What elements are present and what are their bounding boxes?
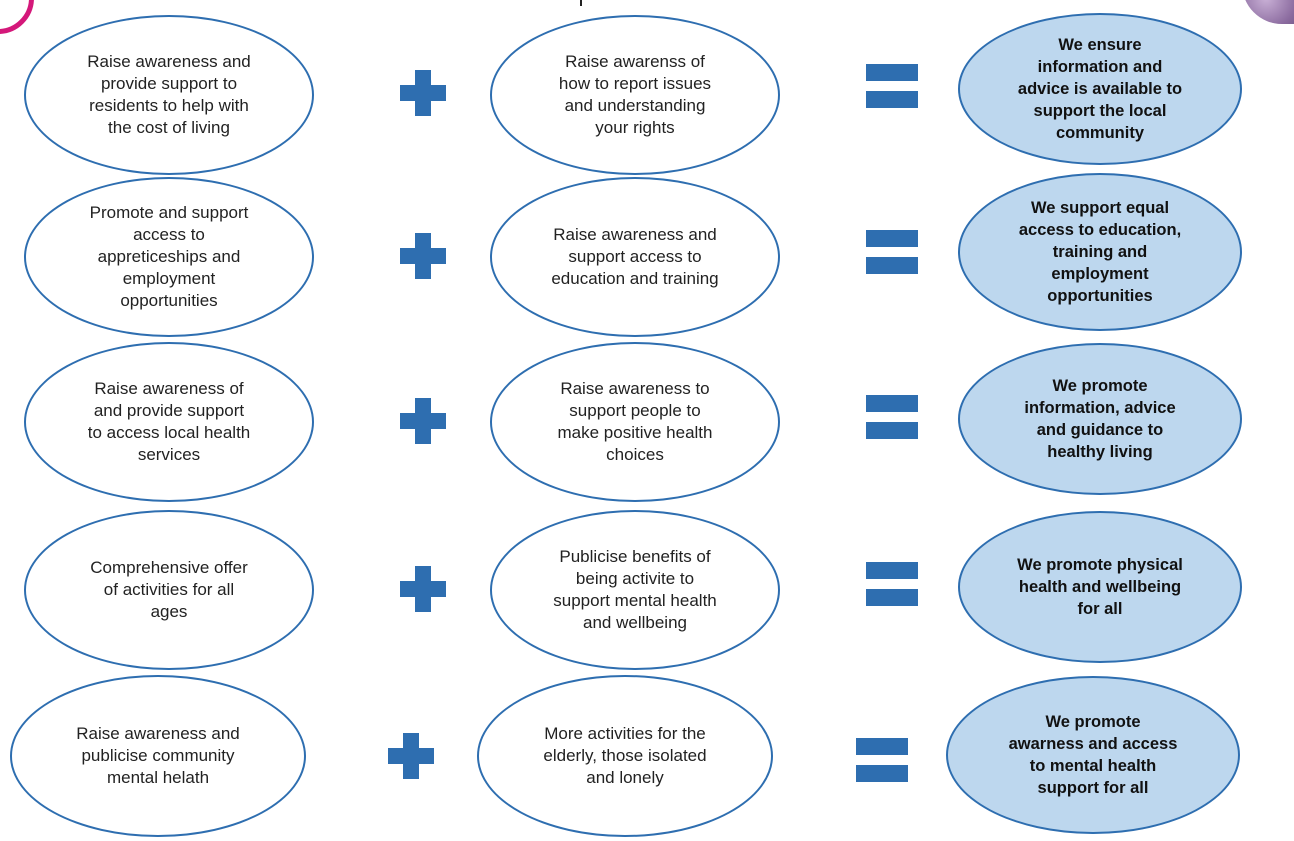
result-ellipse-2: We support equal access to education, tr… [958,173,1242,331]
input-text-3a: Raise awareness of and provide support t… [87,379,251,464]
input-text-2a: Promote and support access to appretices… [89,203,249,310]
equals-icon [866,562,918,606]
input-ellipse-2a: Promote and support access to appretices… [24,177,314,337]
input-ellipse-1a: Raise awareness and provide support to r… [24,15,314,175]
input-text-5b: More activities for the elderly, those i… [543,724,707,787]
plus-icon [400,566,446,612]
input-ellipse-3a: Raise awareness of and provide support t… [24,342,314,502]
plus-icon [400,233,446,279]
equals-icon [856,738,908,782]
input-ellipse-1b: Raise awarenss of how to report issues a… [490,15,780,175]
input-text-4b: Publicise benefits of being activite to … [553,547,717,632]
result-text-4: We promote physical health and wellbeing… [1017,556,1183,618]
result-ellipse-5: We promote awarness and access to mental… [946,676,1240,834]
input-ellipse-4b: Publicise benefits of being activite to … [490,510,780,670]
input-text-1b: Raise awarenss of how to report issues a… [558,52,712,137]
plus-icon [400,398,446,444]
input-ellipse-4a: Comprehensive offer of activities for al… [24,510,314,670]
input-ellipse-3b: Raise awareness to support people to mak… [490,342,780,502]
logo-ring [0,0,34,34]
input-text-5a: Raise awareness and publicise community … [76,724,240,787]
result-ellipse-3: We promote information, advice and guida… [958,343,1242,495]
plus-icon [388,733,434,779]
result-text-5: We promote awarness and access to mental… [1008,713,1178,797]
result-ellipse-1: We ensure information and advice is avai… [958,13,1242,165]
equals-icon [866,64,918,108]
result-text-3: We promote information, advice and guida… [1024,377,1176,461]
input-text-2b: Raise awareness and support access to ed… [551,225,719,288]
plus-icon [400,70,446,116]
cropped-heading-fragment [580,0,592,6]
result-text-2: We support equal access to education, tr… [1018,199,1182,305]
input-text-3b: Raise awareness to support people to mak… [557,379,713,464]
input-text-1a: Raise awareness and provide support to r… [87,52,251,137]
result-text-1: We ensure information and advice is avai… [1017,36,1183,142]
input-ellipse-2b: Raise awareness and support access to ed… [490,177,780,337]
result-ellipse-4: We promote physical health and wellbeing… [958,511,1242,663]
input-ellipse-5b: More activities for the elderly, those i… [477,675,773,837]
input-text-4a: Comprehensive offer of activities for al… [90,558,248,621]
equals-icon [866,230,918,274]
corner-photo [1242,0,1294,24]
equals-icon [866,395,918,439]
input-ellipse-5a: Raise awareness and publicise community … [10,675,306,837]
